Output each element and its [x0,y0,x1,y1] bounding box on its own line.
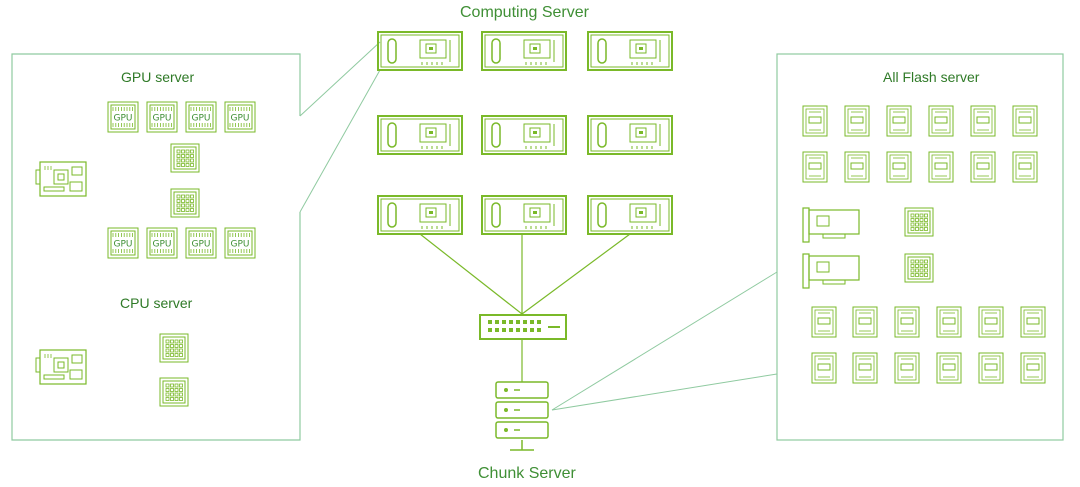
rack-server-icon [377,195,463,235]
flash-callout-line-top [551,271,778,411]
gpu-chip-label: GPU [231,114,250,124]
rack-server-icon [377,115,463,155]
cpu-chip-icon [170,143,200,173]
ssd-drive-icon [928,151,954,183]
ssd-drive-icon [894,352,920,384]
zoom-line-top [299,41,381,117]
ssd-drive-icon [1020,306,1046,338]
ssd-drive-icon [886,151,912,183]
rack-server-icon [377,31,463,71]
gpu-chip-label: GPU [114,240,133,250]
ssd-drive-icon [852,352,878,384]
network-card-icon [802,207,860,243]
ssd-drive-icon [1020,352,1046,384]
rack-server-icon [481,195,567,235]
cpu-chip-icon [170,188,200,218]
flash-callout-line-bottom [551,373,778,411]
gpu-chip-label: GPU [192,240,211,250]
gpu-chip-icon: GPU [107,227,139,259]
cpu-server-label: CPU server [120,295,193,311]
rack-server-icon [587,31,673,71]
gpu-chip-label: GPU [114,114,133,124]
gpu-chip-label: GPU [231,240,250,250]
ssd-drive-icon [1012,105,1038,137]
gpu-chip-icon: GPU [107,101,139,133]
ssd-drive-icon [886,105,912,137]
gpu-chip-icon: GPU [146,101,178,133]
ssd-drive-icon [802,151,828,183]
network-link [521,233,631,315]
network-link [419,233,523,315]
ssd-drive-icon [970,151,996,183]
all-flash-server-label: All Flash server [883,69,980,85]
cpu-chip-icon [159,333,189,363]
ssd-drive-icon [1012,151,1038,183]
ssd-drive-icon [978,306,1004,338]
gpu-chip-icon: GPU [224,227,256,259]
rack-server-icon [587,115,673,155]
ssd-drive-icon [802,105,828,137]
rack-server-icon [481,115,567,155]
ssd-drive-icon [894,306,920,338]
rack-server-icon [481,31,567,71]
gpu-chip-icon: GPU [146,227,178,259]
ssd-drive-icon [811,306,837,338]
motherboard-icon [35,349,87,385]
ssd-drive-icon [936,352,962,384]
cpu-chip-icon [904,253,934,283]
all-flash-server-frame [776,53,1064,441]
ssd-drive-icon [844,151,870,183]
cpu-chip-icon [159,377,189,407]
ssd-drive-icon [936,306,962,338]
chunk-server-label: Chunk Server [478,465,576,482]
rack-server-icon [587,195,673,235]
storage-server-icon [495,381,549,451]
gpu-chip-label: GPU [192,114,211,124]
ssd-drive-icon [811,352,837,384]
ssd-drive-icon [844,105,870,137]
zoom-line-bottom [299,69,381,213]
ssd-drive-icon [978,352,1004,384]
gpu-server-label: GPU server [121,69,195,85]
cpu-chip-icon [904,207,934,237]
network-switch-icon [479,314,567,340]
ssd-drive-icon [970,105,996,137]
ssd-drive-icon [852,306,878,338]
gpu-chip-icon: GPU [224,101,256,133]
computing-server-label: Computing Server [460,4,589,21]
motherboard-icon [35,161,87,197]
gpu-chip-icon: GPU [185,227,217,259]
gpu-chip-label: GPU [153,114,172,124]
network-card-icon [802,253,860,289]
gpu-cpu-server-frame [11,53,301,441]
gpu-chip-icon: GPU [185,101,217,133]
gpu-chip-label: GPU [153,240,172,250]
ssd-drive-icon [928,105,954,137]
